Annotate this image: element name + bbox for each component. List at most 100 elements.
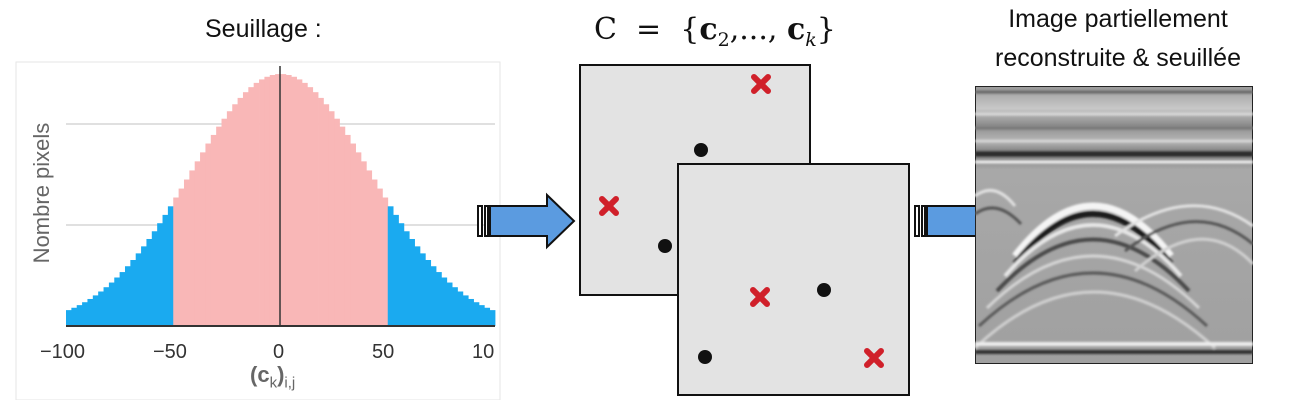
set-ellipsis: ,..., [729,12,787,47]
histogram-bar [71,307,78,326]
histogram-bar [167,206,174,326]
x-axis-label: (ck)i,j [250,362,295,391]
histogram-bar [226,111,233,327]
cross-marker-icon [864,348,884,368]
histogram-bar [264,76,271,327]
histogram-bar [409,238,415,326]
histogram-bar [452,287,458,326]
histogram-bar [291,76,297,327]
histogram-bar [334,118,340,327]
histogram-bar [178,188,185,326]
histogram-bar [151,231,158,326]
histogram-bar [403,231,410,326]
histogram-bar [323,104,330,326]
histogram-bar [484,307,491,326]
histogram-bar [135,253,142,326]
x-tick-label: −100 [40,341,86,363]
histogram-bar [242,92,249,326]
histogram-bar [157,223,163,326]
histogram-bar [387,206,394,326]
histogram-title: Seuillage : [205,15,322,43]
histogram-bar [221,118,228,327]
histogram-bar [82,302,88,326]
histogram-bar [162,214,169,326]
histogram-bar [103,287,110,326]
histogram-bar [350,143,356,326]
histogram-bar [76,305,83,326]
histogram-bar [441,277,448,326]
histogram-bar [489,310,496,326]
set-last-sub: k [805,29,817,51]
histogram-bar [430,266,437,326]
histogram-bar [114,277,121,326]
histogram-bars [66,74,496,327]
histogram-bar [189,170,196,326]
x-label-sub: i,j [284,374,296,392]
histogram-bar [446,282,453,326]
output-title-line1: Image partiellement [1008,5,1228,33]
histogram-bar [248,87,255,327]
reconstructed-image [975,86,1253,364]
set-close-brace: } [816,12,836,47]
set-symbol: C [594,12,617,47]
histogram-bar [92,295,99,326]
histogram-bar [253,82,260,326]
arrow-right-icon [477,192,576,250]
histogram-bar [355,152,362,326]
histogram-bar [377,188,383,326]
histogram-bar [210,134,217,326]
histogram-bar [130,259,137,326]
set-label: C = {c2,..., ck} [594,12,836,51]
x-label-close: ) [277,362,285,387]
histogram-bar [307,87,314,327]
histogram-bar [344,134,351,326]
histogram-bar [414,246,421,326]
x-tick-label: 10 [472,341,495,363]
histogram-chart [15,61,501,400]
set-equals: = [636,12,662,47]
dot-marker-icon [698,350,712,364]
cross-marker-icon [599,196,619,216]
x-label-sub: k [269,374,278,392]
histogram-bar [66,310,72,326]
histogram-bar [232,104,238,326]
histogram-bar [312,92,319,326]
histogram-bar [382,197,389,326]
histogram-bar [393,214,399,326]
histogram-bar [141,246,147,326]
histogram-bar [259,79,265,326]
histogram-bar [237,97,244,326]
histogram-bar [318,97,324,326]
x-tick-label: −50 [153,341,187,363]
histogram-bar [124,266,131,326]
histogram-bar [183,179,190,326]
histogram-bar [280,74,287,327]
histogram-bar [173,197,180,326]
set-open-brace: { [680,12,700,47]
output-image-title: Image partiellement reconstruite & seuil… [958,0,1278,78]
histogram-bar [275,74,281,327]
x-tick-label: 50 [372,341,395,363]
histogram-bar [119,272,126,326]
cross-marker-icon [750,287,770,307]
set-first-sub: 2 [717,29,730,51]
histogram-bar [473,302,480,326]
histogram-bar [269,75,276,326]
histogram-bar [146,238,153,326]
histogram-bar [398,223,405,326]
histogram-bar [478,305,485,326]
histogram-bar [462,295,469,326]
histogram-bar [339,126,346,326]
histogram-bar [216,126,222,326]
x-label-text: (c [250,362,270,387]
histogram-bar [457,291,464,326]
histogram-bar [285,75,292,326]
set-first-element: c [699,12,718,47]
histogram-bar [205,143,212,326]
cross-marker-icon [751,74,771,94]
histogram-bar [360,161,367,326]
histogram-bar [98,291,104,326]
histogram-bar [436,272,442,326]
histogram-bar [425,259,432,326]
